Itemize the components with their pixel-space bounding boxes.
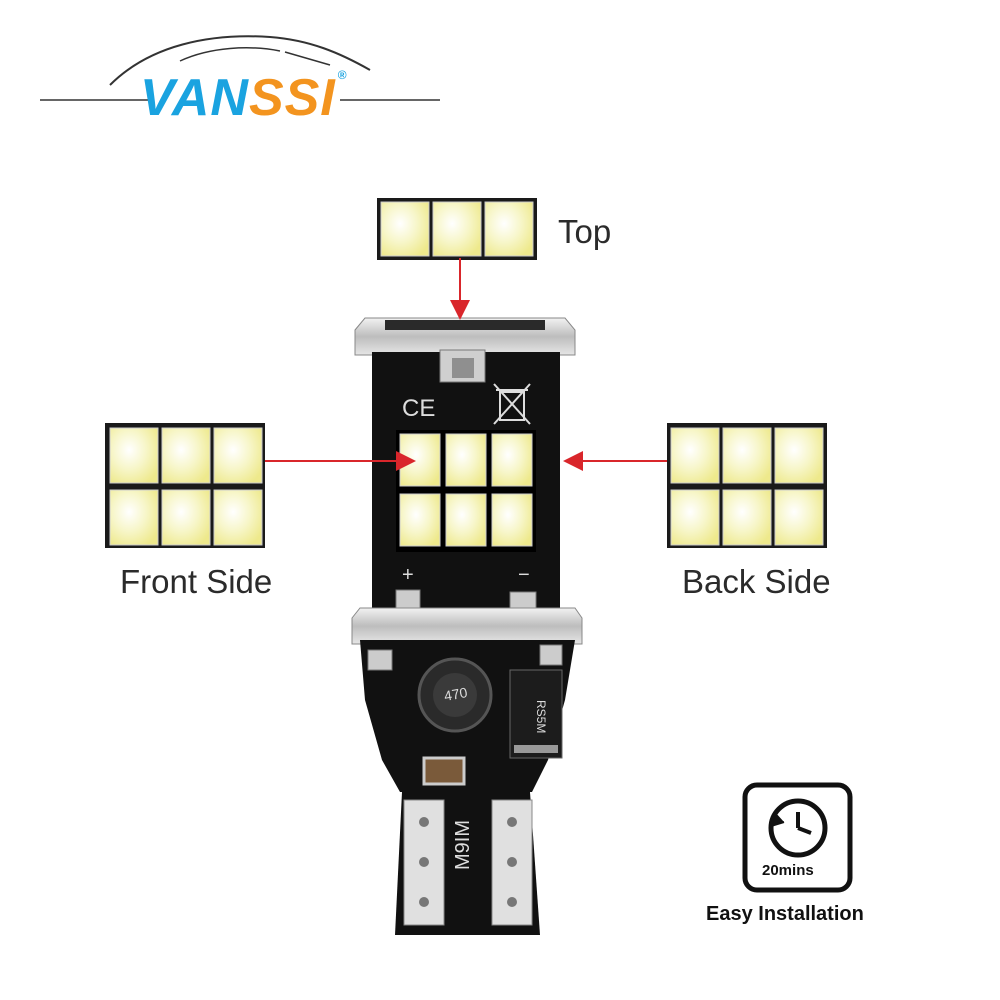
easy-installation-label: Easy Installation [706,903,864,925]
brand-name-part2: SSI [248,69,336,127]
minus-terminal-mark: − [518,564,530,586]
top-led-strip [377,198,537,260]
back-side-label: Back Side [682,563,831,600]
diode-label: RS5M [534,700,548,734]
brand-name-part1: VAN [140,69,249,127]
ce-mark: CE [402,395,436,422]
weee-bin-icon [493,383,531,425]
front-side-led-panel [105,423,265,548]
model-label: M9IM [452,820,474,870]
back-side-led-panel [667,423,827,548]
clock-badge [742,782,853,893]
car-outline-logo [40,35,440,101]
install-time-label: 20mins [762,862,814,879]
registered-mark: ® [337,68,348,82]
bulb-body [351,317,583,935]
front-side-label: Front Side [120,563,273,600]
brand-logo-text: VANSSI® [140,68,348,128]
top-label: Top [558,213,612,250]
plus-terminal-mark: + [402,564,414,586]
